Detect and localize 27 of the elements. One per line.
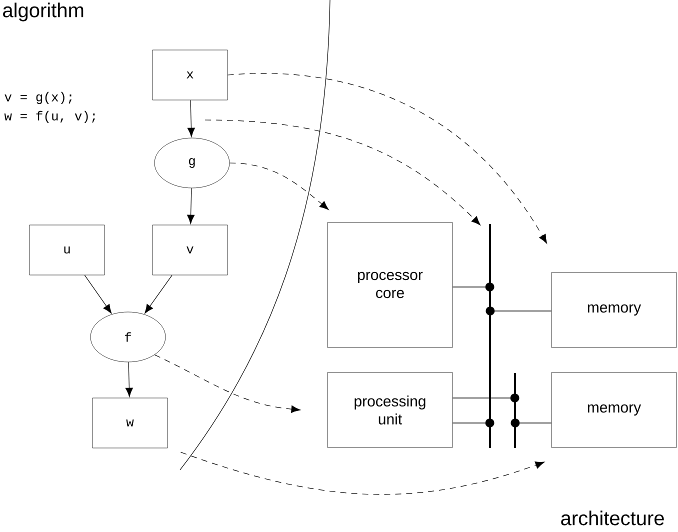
process-box: processor core: [327, 222, 453, 348]
connector-line: [486, 306, 552, 316]
dashed-arrow: [154, 354, 300, 413]
arrow: [144, 274, 172, 314]
arrow: [84, 274, 112, 314]
process-box: memory: [551, 372, 677, 448]
arrow: [125, 362, 133, 397]
process-box: memory: [551, 272, 677, 348]
dashed-arrow: [227, 73, 548, 244]
connector-line: [452, 418, 494, 428]
process-box: u: [29, 224, 105, 276]
heading: algorithm: [3, 2, 84, 22]
connector-line: [510, 418, 552, 428]
connector-line: [452, 282, 494, 292]
process-box: w: [92, 398, 168, 448]
process-box: x: [152, 50, 228, 100]
arrow: [187, 188, 195, 224]
dashed-arrow: [180, 452, 544, 495]
code-line: v = g(x);: [4, 92, 72, 104]
arrow: [187, 100, 195, 137]
heading: architecture: [561, 510, 664, 526]
connector-line: [452, 394, 520, 402]
dashed-arrow: [229, 162, 329, 210]
process-box: processing unit: [327, 372, 453, 448]
code-line: w = f(u, v);: [4, 110, 95, 124]
process-box: v: [152, 224, 228, 276]
dashed-arrow: [204, 120, 480, 226]
